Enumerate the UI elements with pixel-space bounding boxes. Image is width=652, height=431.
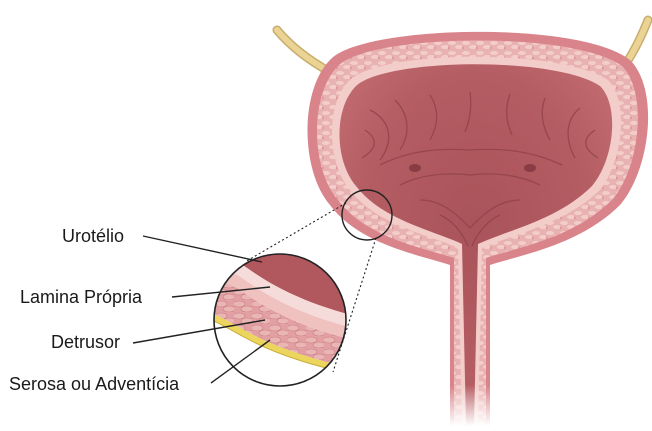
bladder-wall <box>308 32 649 426</box>
label-detrusor: Detrusor <box>51 333 120 351</box>
label-lamina-propria: Lamina Própria <box>20 288 142 306</box>
label-urothelium: Urotélio <box>62 227 124 245</box>
label-serosa: Serosa ou Adventícia <box>9 375 179 393</box>
leader-urothelium <box>143 236 262 262</box>
zoom-detail <box>200 240 370 410</box>
